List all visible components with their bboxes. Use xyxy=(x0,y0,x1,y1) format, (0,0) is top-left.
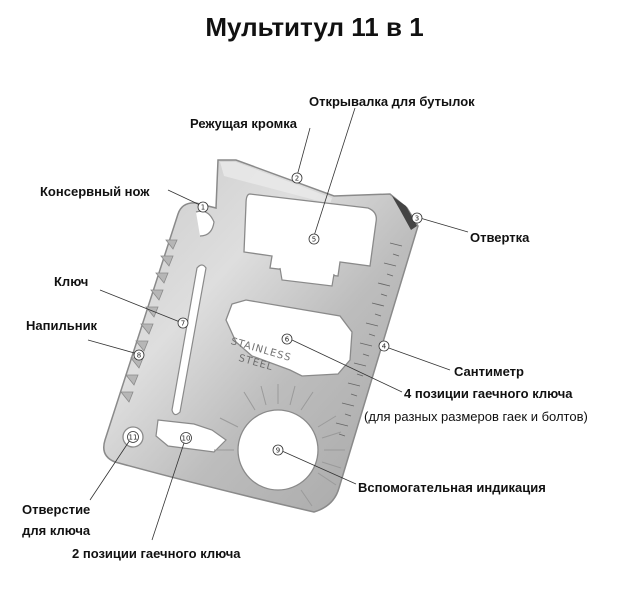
label-key-hole-line2: для ключа xyxy=(22,523,91,538)
marker-4: 4 xyxy=(378,340,390,352)
marker-6: 6 xyxy=(281,333,293,345)
svg-text:11: 11 xyxy=(129,434,138,442)
marker-11: 11 xyxy=(127,431,139,443)
file-teeth xyxy=(120,239,178,403)
marker-1: 1 xyxy=(197,201,209,213)
label-can-opener: Консервный нож xyxy=(40,184,150,199)
svg-text:7: 7 xyxy=(181,320,185,328)
svg-text:3: 3 xyxy=(415,215,419,223)
leader-lines xyxy=(87,107,469,541)
label-key: Ключ xyxy=(54,274,89,289)
label-bottle-opener: Открывалка для бутылок xyxy=(309,94,475,109)
compass-rays xyxy=(214,384,345,507)
number-markers: 1 2 3 4 5 6 7 8 xyxy=(127,172,423,456)
marker-9: 9 xyxy=(272,444,284,456)
label-cutting-edge: Режущая кромка xyxy=(190,116,297,131)
svg-text:8: 8 xyxy=(137,352,141,360)
label-2-pos-wrench: 2 позиции гаечного ключа xyxy=(72,546,241,561)
svg-text:2: 2 xyxy=(295,175,299,183)
marker-5: 5 xyxy=(308,233,320,245)
svg-text:4: 4 xyxy=(382,343,387,351)
svg-text:1: 1 xyxy=(201,204,205,212)
label-4-pos-wrench: 4 позиции гаечного ключа xyxy=(404,386,573,401)
marker-7: 7 xyxy=(177,317,189,329)
marker-8: 8 xyxy=(133,349,145,361)
multitool-card: STAINLESS STEEL xyxy=(103,159,419,513)
label-screwdriver: Отвертка xyxy=(470,230,530,245)
label-4-pos-wrench-note: (для разных размеров гаек и болтов) xyxy=(364,409,588,424)
svg-text:6: 6 xyxy=(285,336,290,344)
svg-text:5: 5 xyxy=(312,236,316,244)
ruler-ticks xyxy=(335,242,403,437)
marker-10: 10 xyxy=(180,432,192,444)
page-title: Мультитул 11 в 1 xyxy=(205,12,424,42)
marker-2: 2 xyxy=(291,172,303,184)
label-aux-indicator: Вспомогательная индикация xyxy=(358,480,546,495)
label-centimeter: Сантиметр xyxy=(454,364,524,379)
svg-text:9: 9 xyxy=(276,447,280,455)
label-key-hole: Отверстие для ключа xyxy=(22,502,90,538)
label-key-hole-line1: Отверстие xyxy=(22,502,91,517)
label-file: Напильник xyxy=(26,318,98,333)
marker-3: 3 xyxy=(411,212,423,224)
svg-text:10: 10 xyxy=(182,435,191,443)
